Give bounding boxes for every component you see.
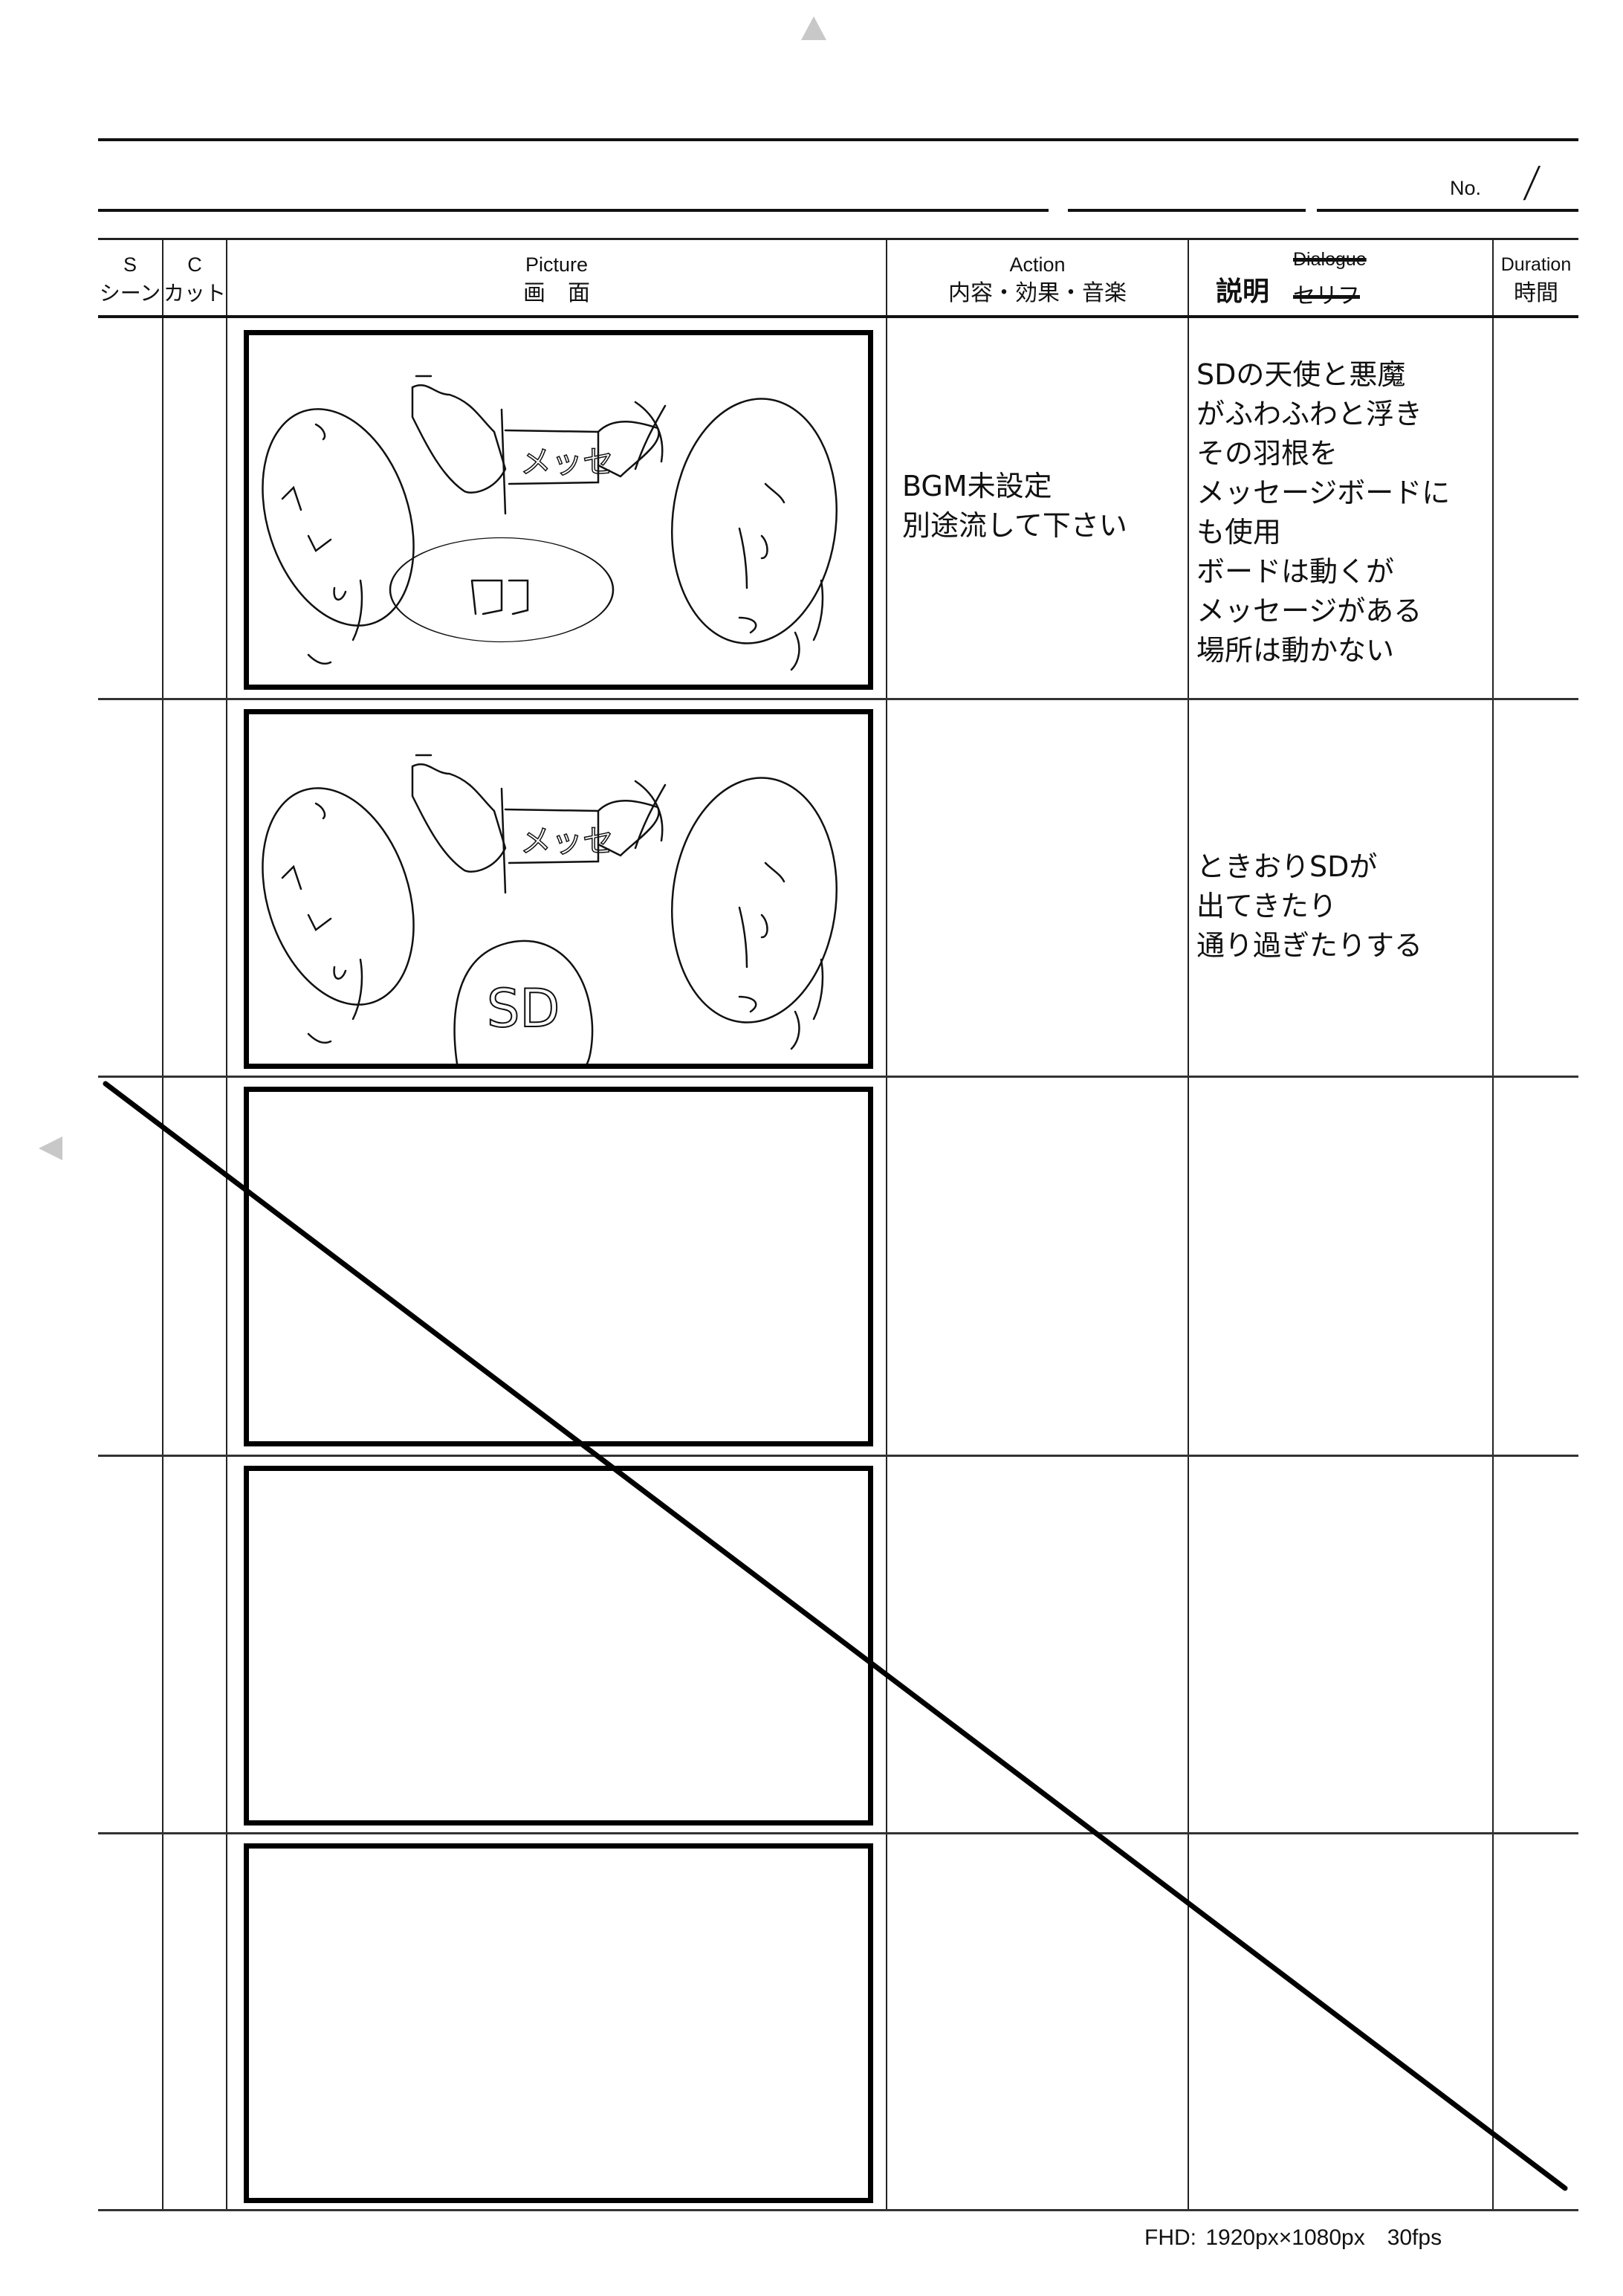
header-picture-en: Picture — [525, 253, 589, 276]
duration-cell[interactable] — [1492, 1457, 1578, 1832]
picture-frame[interactable]: メッセ SD — [244, 709, 873, 1069]
format-spec: FHD: 1920px×1080px 30fps — [1144, 2225, 1442, 2250]
sketch-logo-icon: メッセ — [262, 375, 838, 671]
cut-row-2: メッセ SD ときおりSDが 出てきたり 通り過ぎたりする — [98, 700, 1578, 1078]
cut-row-4 — [98, 1457, 1578, 1834]
header-dialogue-struck-ja: セリフ — [1293, 283, 1360, 309]
duration-cell[interactable] — [1492, 318, 1578, 698]
header-notes-label: 説明 — [1216, 277, 1270, 307]
action-cell[interactable]: BGM未設定 別途流して下さい — [886, 318, 1188, 698]
header-picture-ja: 画 面 — [523, 280, 590, 306]
header-action-ja: 内容・効果・音楽 — [948, 280, 1127, 306]
duration-cell[interactable] — [1492, 1078, 1578, 1455]
action-text: BGM未設定 別途流して下さい — [902, 470, 1127, 542]
header-scene-ja: シーン — [99, 281, 161, 305]
column-header-row: S シーン C カット Picture 画 面 Action 内容・効果・音楽 … — [98, 238, 1578, 318]
header-duration-en: Duration — [1500, 254, 1572, 275]
page-prev-arrow-icon[interactable] — [39, 1136, 62, 1160]
notes-text: SDの天使と悪魔 がふわふわと浮き その羽根を メッセージボードに も使用 ボー… — [1196, 358, 1451, 667]
scene-cell[interactable] — [98, 1457, 162, 1832]
duration-cell[interactable] — [1492, 1834, 1578, 2209]
notes-cell[interactable] — [1188, 1078, 1492, 1455]
cut-cell[interactable] — [162, 1834, 226, 2209]
picture-cell[interactable] — [226, 1457, 886, 1832]
page-number-line — [1317, 209, 1578, 212]
notes-text: ときおりSDが 出てきたり 通り過ぎたりする — [1196, 850, 1423, 962]
duration-cell[interactable] — [1492, 700, 1578, 1076]
page-up-arrow-icon[interactable] — [801, 16, 826, 40]
picture-cell[interactable] — [226, 1834, 886, 2209]
header-scene-en: S — [123, 253, 137, 276]
cut-row-1: メッセ BGM未設定 別途流して下さい — [98, 318, 1578, 700]
notes-cell[interactable] — [1188, 1457, 1492, 1832]
episode-field-line — [1068, 209, 1306, 212]
notes-cell[interactable]: ときおりSDが 出てきたり 通り過ぎたりする — [1188, 700, 1492, 1076]
header-action: Action 内容・効果・音楽 — [886, 240, 1188, 315]
cut-row-3 — [98, 1078, 1578, 1457]
page-number-label: No. — [1450, 177, 1482, 199]
page-number-value[interactable]: / — [1521, 158, 1543, 207]
header-duration: Duration 時間 — [1492, 240, 1578, 315]
svg-text:メッセ: メッセ — [520, 823, 614, 859]
header-notes: 説明 Dialogue セリフ — [1188, 240, 1492, 315]
action-cell[interactable] — [886, 700, 1188, 1076]
title-field-line — [98, 209, 1049, 212]
cut-cell[interactable] — [162, 1457, 226, 1832]
header-duration-ja: 時間 — [1514, 280, 1558, 306]
scene-cell[interactable] — [98, 1834, 162, 2209]
action-cell[interactable] — [886, 1078, 1188, 1455]
title-line — [98, 138, 1578, 141]
header-cut: C カット — [162, 240, 226, 315]
notes-cell[interactable]: SDの天使と悪魔 がふわふわと浮き その羽根を メッセージボードに も使用 ボー… — [1188, 318, 1492, 698]
header-cut-ja: カット — [163, 281, 227, 305]
picture-frame[interactable] — [244, 1466, 873, 1826]
cut-cell[interactable] — [162, 1078, 226, 1455]
picture-frame[interactable] — [244, 1843, 873, 2203]
scene-cell[interactable] — [98, 318, 162, 698]
header-picture: Picture 画 面 — [226, 240, 886, 315]
picture-cell[interactable]: メッセ SD — [226, 700, 886, 1076]
scene-cell[interactable] — [98, 1078, 162, 1455]
notes-cell[interactable] — [1188, 1834, 1492, 2209]
svg-text:SD: SD — [487, 978, 560, 1039]
picture-frame[interactable]: メッセ — [244, 330, 873, 690]
cut-cell[interactable] — [162, 318, 226, 698]
header-scene: S シーン — [98, 240, 162, 315]
cut-cell[interactable] — [162, 700, 226, 1076]
header-action-en: Action — [1009, 253, 1066, 276]
svg-text:メッセ: メッセ — [520, 444, 614, 480]
cut-row-5 — [98, 1834, 1578, 2211]
picture-cell[interactable] — [226, 1078, 886, 1455]
header-dialogue-struck-en: Dialogue — [1293, 249, 1367, 270]
sketch-sd-icon: メッセ SD — [262, 754, 838, 1065]
scene-cell[interactable] — [98, 700, 162, 1076]
action-cell[interactable] — [886, 1457, 1188, 1832]
action-cell[interactable] — [886, 1834, 1188, 2209]
picture-cell[interactable]: メッセ — [226, 318, 886, 698]
header-cut-en: C — [187, 253, 202, 276]
picture-frame[interactable] — [244, 1087, 873, 1446]
